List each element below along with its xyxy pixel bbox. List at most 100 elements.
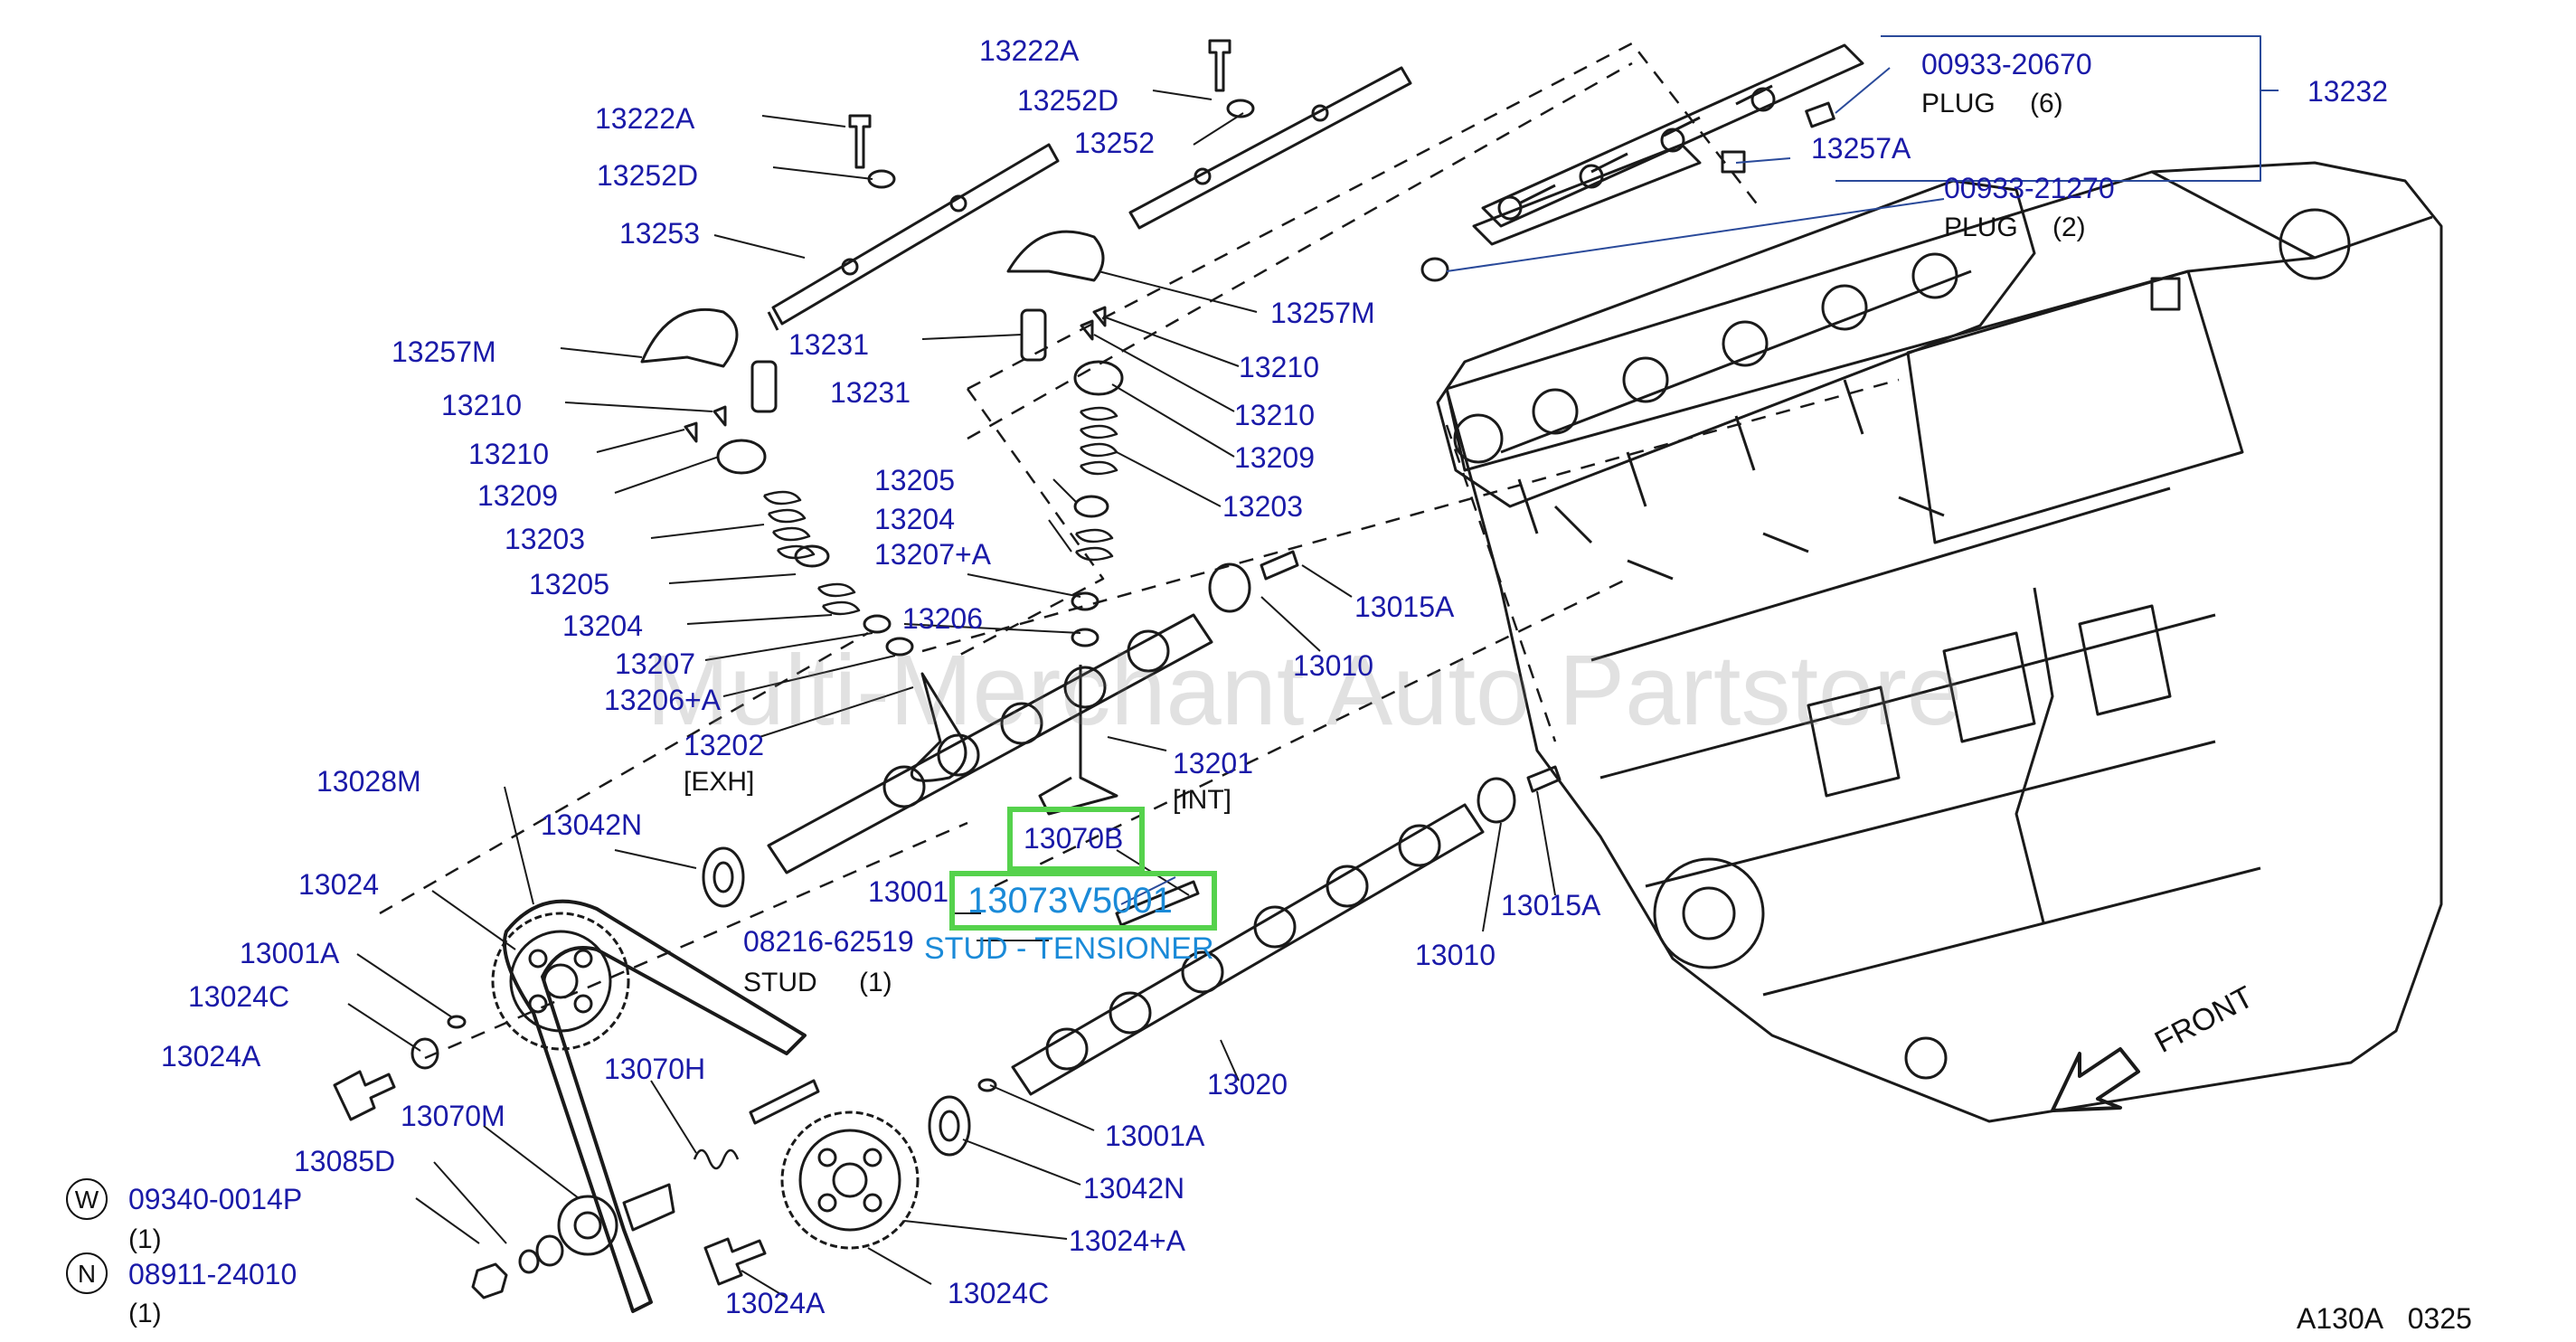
part-label-13231[interactable]: 13231 xyxy=(788,328,869,361)
spring-seats xyxy=(794,495,1109,657)
part-label-13222a[interactable]: 13222A xyxy=(979,34,1080,67)
part-label-13253[interactable]: 13253 xyxy=(619,217,700,250)
part-label-13205[interactable]: 13205 xyxy=(529,568,609,600)
highlight-box-13073v5001 xyxy=(949,871,1217,931)
part-label-13070h[interactable]: 13070H xyxy=(604,1053,706,1085)
stud-part-08216-62519[interactable]: 08216-62519 xyxy=(743,925,914,958)
part-label-13206a[interactable]: 13206+A xyxy=(604,684,722,716)
tensioner-pulley xyxy=(557,1183,675,1256)
part-label-13010[interactable]: 13010 xyxy=(1293,649,1373,682)
part-label-13203[interactable]: 13203 xyxy=(505,523,585,555)
part-label-13257m[interactable]: 13257M xyxy=(392,336,496,368)
part-label-13024c[interactable]: 13024C xyxy=(188,980,290,1013)
part-label-13231[interactable]: 13231 xyxy=(830,376,911,409)
part-label-13210[interactable]: 13210 xyxy=(441,389,522,421)
nut-part-08911-24010[interactable]: 08911-24010 xyxy=(128,1258,297,1290)
part-label-13001a[interactable]: 13001A xyxy=(240,937,340,969)
camshaft-exhaust xyxy=(767,613,1213,874)
part-label-13085d[interactable]: 13085D xyxy=(294,1145,396,1177)
part-label-13070b[interactable]: 13070B xyxy=(1024,822,1124,855)
int-label: [INT] xyxy=(1173,785,1231,815)
washer-nut xyxy=(471,1234,564,1299)
studs xyxy=(749,880,1200,1125)
part-label-13222a[interactable]: 13222A xyxy=(595,102,695,135)
valve-keepers xyxy=(684,306,1107,443)
valve-springs xyxy=(762,406,1118,616)
diagram-code: A130A xyxy=(2297,1302,2384,1335)
part-label-13001a[interactable]: 13001A xyxy=(1105,1120,1205,1152)
part-label-13206[interactable]: 13206 xyxy=(902,602,983,635)
highlight-desc-stud-tensioner: STUD - TENSIONER xyxy=(924,931,1214,966)
oil-seals xyxy=(702,846,971,1157)
bracket-lines xyxy=(1120,35,2279,905)
plug-name-2: PLUG xyxy=(1944,213,2018,242)
part-label-13210[interactable]: 13210 xyxy=(1234,399,1315,431)
part-label-13204[interactable]: 13204 xyxy=(562,610,643,642)
highlight-part-13073v5001[interactable]: 13073V5001 xyxy=(967,881,1173,921)
washer-qty: (1) xyxy=(128,1224,162,1254)
part-label-13210[interactable]: 13210 xyxy=(1239,351,1319,383)
plug-part-00933-21270[interactable]: 00933-21270 xyxy=(1944,172,2115,204)
plug-qty-2: (2) xyxy=(2052,213,2086,242)
part-label-13209[interactable]: 13209 xyxy=(477,479,558,512)
camshaft-sprocket-lower xyxy=(780,1110,920,1250)
part-label-13210[interactable]: 13210 xyxy=(468,438,549,470)
catalog-code: A130A 0325 xyxy=(2297,1302,2472,1336)
valves xyxy=(910,665,1118,816)
camshaft-sprocket-upper xyxy=(491,912,630,1051)
washer-part-09340-0014p[interactable]: 09340-0014P xyxy=(128,1183,303,1215)
part-label-13201[interactable]: 13201 xyxy=(1173,747,1253,780)
rocker-shaft-middle xyxy=(1128,66,1412,230)
part-label-13010[interactable]: 13010 xyxy=(1415,939,1496,971)
camshaft-end-hardware xyxy=(1208,550,1562,824)
rocker-shaft-left xyxy=(767,143,1060,331)
part-label-13252[interactable]: 13252 xyxy=(1074,127,1155,159)
part-label-13252d[interactable]: 13252D xyxy=(1017,84,1119,117)
stud-name: STUD xyxy=(743,968,817,997)
part-label-13001[interactable]: 13001 xyxy=(868,875,948,908)
part-label-13232[interactable]: 13232 xyxy=(2307,75,2388,108)
tensioner-spring xyxy=(693,1148,740,1170)
part-label-13203[interactable]: 13203 xyxy=(1222,490,1303,523)
part-label-13024[interactable]: 13024 xyxy=(298,868,379,901)
part-label-13024a-plus[interactable]: 13024+A xyxy=(1069,1224,1186,1257)
part-label-13209[interactable]: 13209 xyxy=(1234,441,1315,474)
part-label-13207a[interactable]: 13207+A xyxy=(874,538,992,571)
highlight-box-13070b xyxy=(1007,807,1145,872)
leader-lines xyxy=(347,90,1556,1299)
part-label-13015a[interactable]: 13015A xyxy=(1354,591,1455,623)
washer-symbol: W xyxy=(66,1178,108,1220)
stud-qty: (1) xyxy=(859,968,892,997)
part-label-13020[interactable]: 13020 xyxy=(1207,1068,1288,1101)
cylinder-head xyxy=(1436,179,2036,534)
part-label-13024a[interactable]: 13024A xyxy=(725,1287,826,1319)
part-label-13257m[interactable]: 13257M xyxy=(1270,297,1375,329)
part-label-13252d[interactable]: 13252D xyxy=(597,159,699,192)
part-label-13042n[interactable]: 13042N xyxy=(1083,1172,1185,1205)
engine-block-outline xyxy=(1445,161,2443,1123)
part-label-13257a[interactable]: 13257A xyxy=(1811,132,1911,165)
page-number: 0325 xyxy=(2407,1302,2472,1335)
part-label-13015a[interactable]: 13015A xyxy=(1501,889,1601,921)
watermark: Multi-Merchant Auto Partstore xyxy=(646,635,1963,746)
part-label-13070m[interactable]: 13070M xyxy=(401,1100,505,1132)
part-label-13204[interactable]: 13204 xyxy=(874,503,955,535)
part-label-13042n[interactable]: 13042N xyxy=(541,808,643,841)
spring-retainers xyxy=(716,360,1124,475)
front-arrow-icon xyxy=(2051,1047,2140,1112)
plug-part-00933-20670[interactable]: 00933-20670 xyxy=(1921,48,2092,80)
exh-label: [EXH] xyxy=(684,767,755,797)
part-label-13207[interactable]: 13207 xyxy=(615,647,695,680)
part-label-13024c[interactable]: 13024C xyxy=(948,1277,1050,1309)
nut-qty: (1) xyxy=(128,1299,162,1328)
part-label-13202[interactable]: 13202 xyxy=(684,729,764,761)
part-label-13205[interactable]: 13205 xyxy=(874,464,955,496)
rocker-arms xyxy=(640,230,1105,368)
part-label-13024a[interactable]: 13024A xyxy=(161,1040,261,1073)
part-label-13028m[interactable]: 13028M xyxy=(316,765,421,798)
plug-name-6: PLUG xyxy=(1921,89,1996,118)
sprocket-bolts xyxy=(333,1015,997,1286)
camshaft-intake xyxy=(1011,803,1485,1096)
rocker-shaft-assembly-top xyxy=(1472,43,1864,246)
